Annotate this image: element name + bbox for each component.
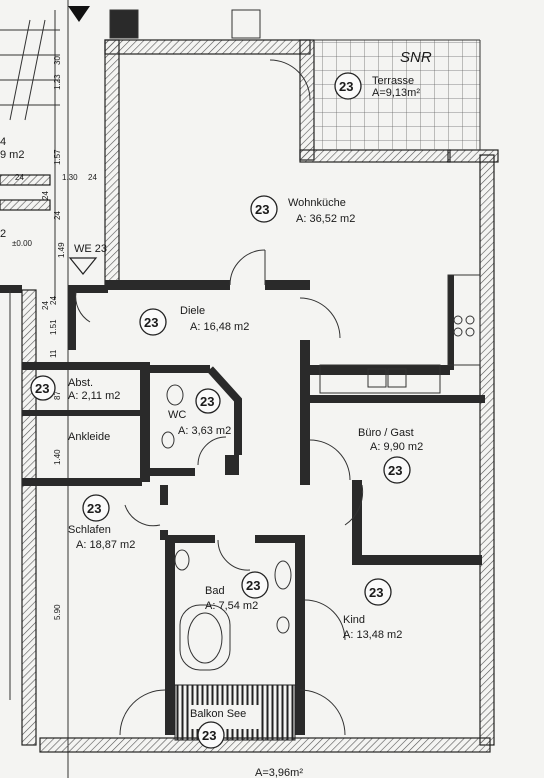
dim-label: 1.23 bbox=[53, 74, 62, 90]
room-number-kind: 23 bbox=[369, 585, 383, 600]
room-number-bad: 23 bbox=[246, 578, 260, 593]
doors bbox=[75, 59, 364, 736]
dim-label: 24 bbox=[49, 296, 58, 305]
room-name-kind: Kind bbox=[343, 614, 365, 626]
room-name-wohnkueche: Wohnküche bbox=[288, 197, 346, 209]
handwritten-note: SNR bbox=[400, 49, 432, 66]
sanitary bbox=[161, 384, 292, 671]
balcony bbox=[174, 684, 296, 741]
room-name-schlafen: Schlafen bbox=[68, 524, 111, 536]
dim-label: 24 bbox=[41, 301, 50, 310]
room-area-diele: A: 16,48 m2 bbox=[190, 321, 249, 333]
neighbour-number: 4 bbox=[0, 136, 6, 148]
room-area-terrasse: A=9,13m² bbox=[372, 87, 420, 99]
room-number-diele: 23 bbox=[144, 315, 158, 330]
dim-label: 24 bbox=[88, 173, 97, 182]
room-area-bad: A: 7,54 m2 bbox=[205, 600, 258, 612]
dim-label: 11 bbox=[49, 349, 58, 358]
room-number-buero: 23 bbox=[388, 463, 402, 478]
room-number-circles bbox=[30, 72, 411, 749]
room-name-ankleide: Ankleide bbox=[68, 431, 110, 443]
room-name-bad: Bad bbox=[205, 585, 225, 597]
dim-label: 1.30 bbox=[62, 173, 78, 182]
level-label: ±0.00 bbox=[12, 239, 33, 248]
dim-label: 24 bbox=[41, 191, 50, 200]
room-name-terrasse: Terrasse bbox=[372, 75, 414, 87]
dimension-line: 1.23 30 1.57 24 1.30 24 24 24 1.49 24 1.… bbox=[0, 0, 97, 778]
room-area-buero: A: 9,90 m2 bbox=[370, 441, 423, 453]
interior-walls bbox=[22, 275, 485, 735]
room-area-kind: A: 13,48 m2 bbox=[343, 629, 402, 641]
room-number-terrasse: 23 bbox=[339, 79, 353, 94]
room-area-wc: A: 3,63 m2 bbox=[178, 425, 231, 437]
room-name-wc: WC bbox=[168, 409, 186, 421]
room-number-schlafen: 23 bbox=[87, 501, 101, 516]
apartment-label: WE 23 bbox=[74, 243, 107, 255]
kitchen-counter bbox=[319, 274, 481, 394]
dim-label: 24 bbox=[15, 173, 24, 182]
room-name-balkon: Balkon See bbox=[190, 708, 246, 720]
room-name-abst: Abst. bbox=[68, 377, 93, 389]
room-number-wohnkueche: 23 bbox=[255, 202, 269, 217]
room-name-diele: Diele bbox=[180, 305, 205, 317]
dim-label: 1.51 bbox=[49, 319, 58, 335]
dim-label: 30 bbox=[53, 56, 62, 65]
entrance-arrow-icon bbox=[68, 257, 98, 275]
neighbour-area: 9 m2 bbox=[0, 149, 24, 161]
bottom-area-label: A=3,96m² bbox=[255, 767, 303, 778]
exterior-walls bbox=[21, 39, 499, 753]
room-number-wc: 23 bbox=[200, 394, 214, 409]
room-area-wohnkueche: A: 36,52 m2 bbox=[296, 213, 355, 225]
room-name-buero: Büro / Gast bbox=[358, 427, 414, 439]
room-number-abst: 23 bbox=[35, 381, 49, 396]
room-number-balkon: 23 bbox=[202, 728, 216, 743]
dim-label: 1.57 bbox=[53, 149, 62, 165]
room-area-abst: A: 2,11 m2 bbox=[68, 390, 120, 402]
dim-label: 1.49 bbox=[57, 242, 66, 258]
dim-label: 1.40 bbox=[53, 449, 62, 465]
north-arrow-icon bbox=[68, 6, 90, 22]
room-labels: 23 Terrasse A=9,13m² 23 Wohnküche A: 36,… bbox=[35, 75, 423, 743]
dim-label: 5.90 bbox=[53, 604, 62, 620]
room-area-schlafen: A: 18,87 m2 bbox=[76, 539, 135, 551]
dim-label: 24 bbox=[53, 211, 62, 220]
dim-label: 87 bbox=[53, 391, 62, 400]
neighbour-label: 2 bbox=[0, 228, 6, 240]
